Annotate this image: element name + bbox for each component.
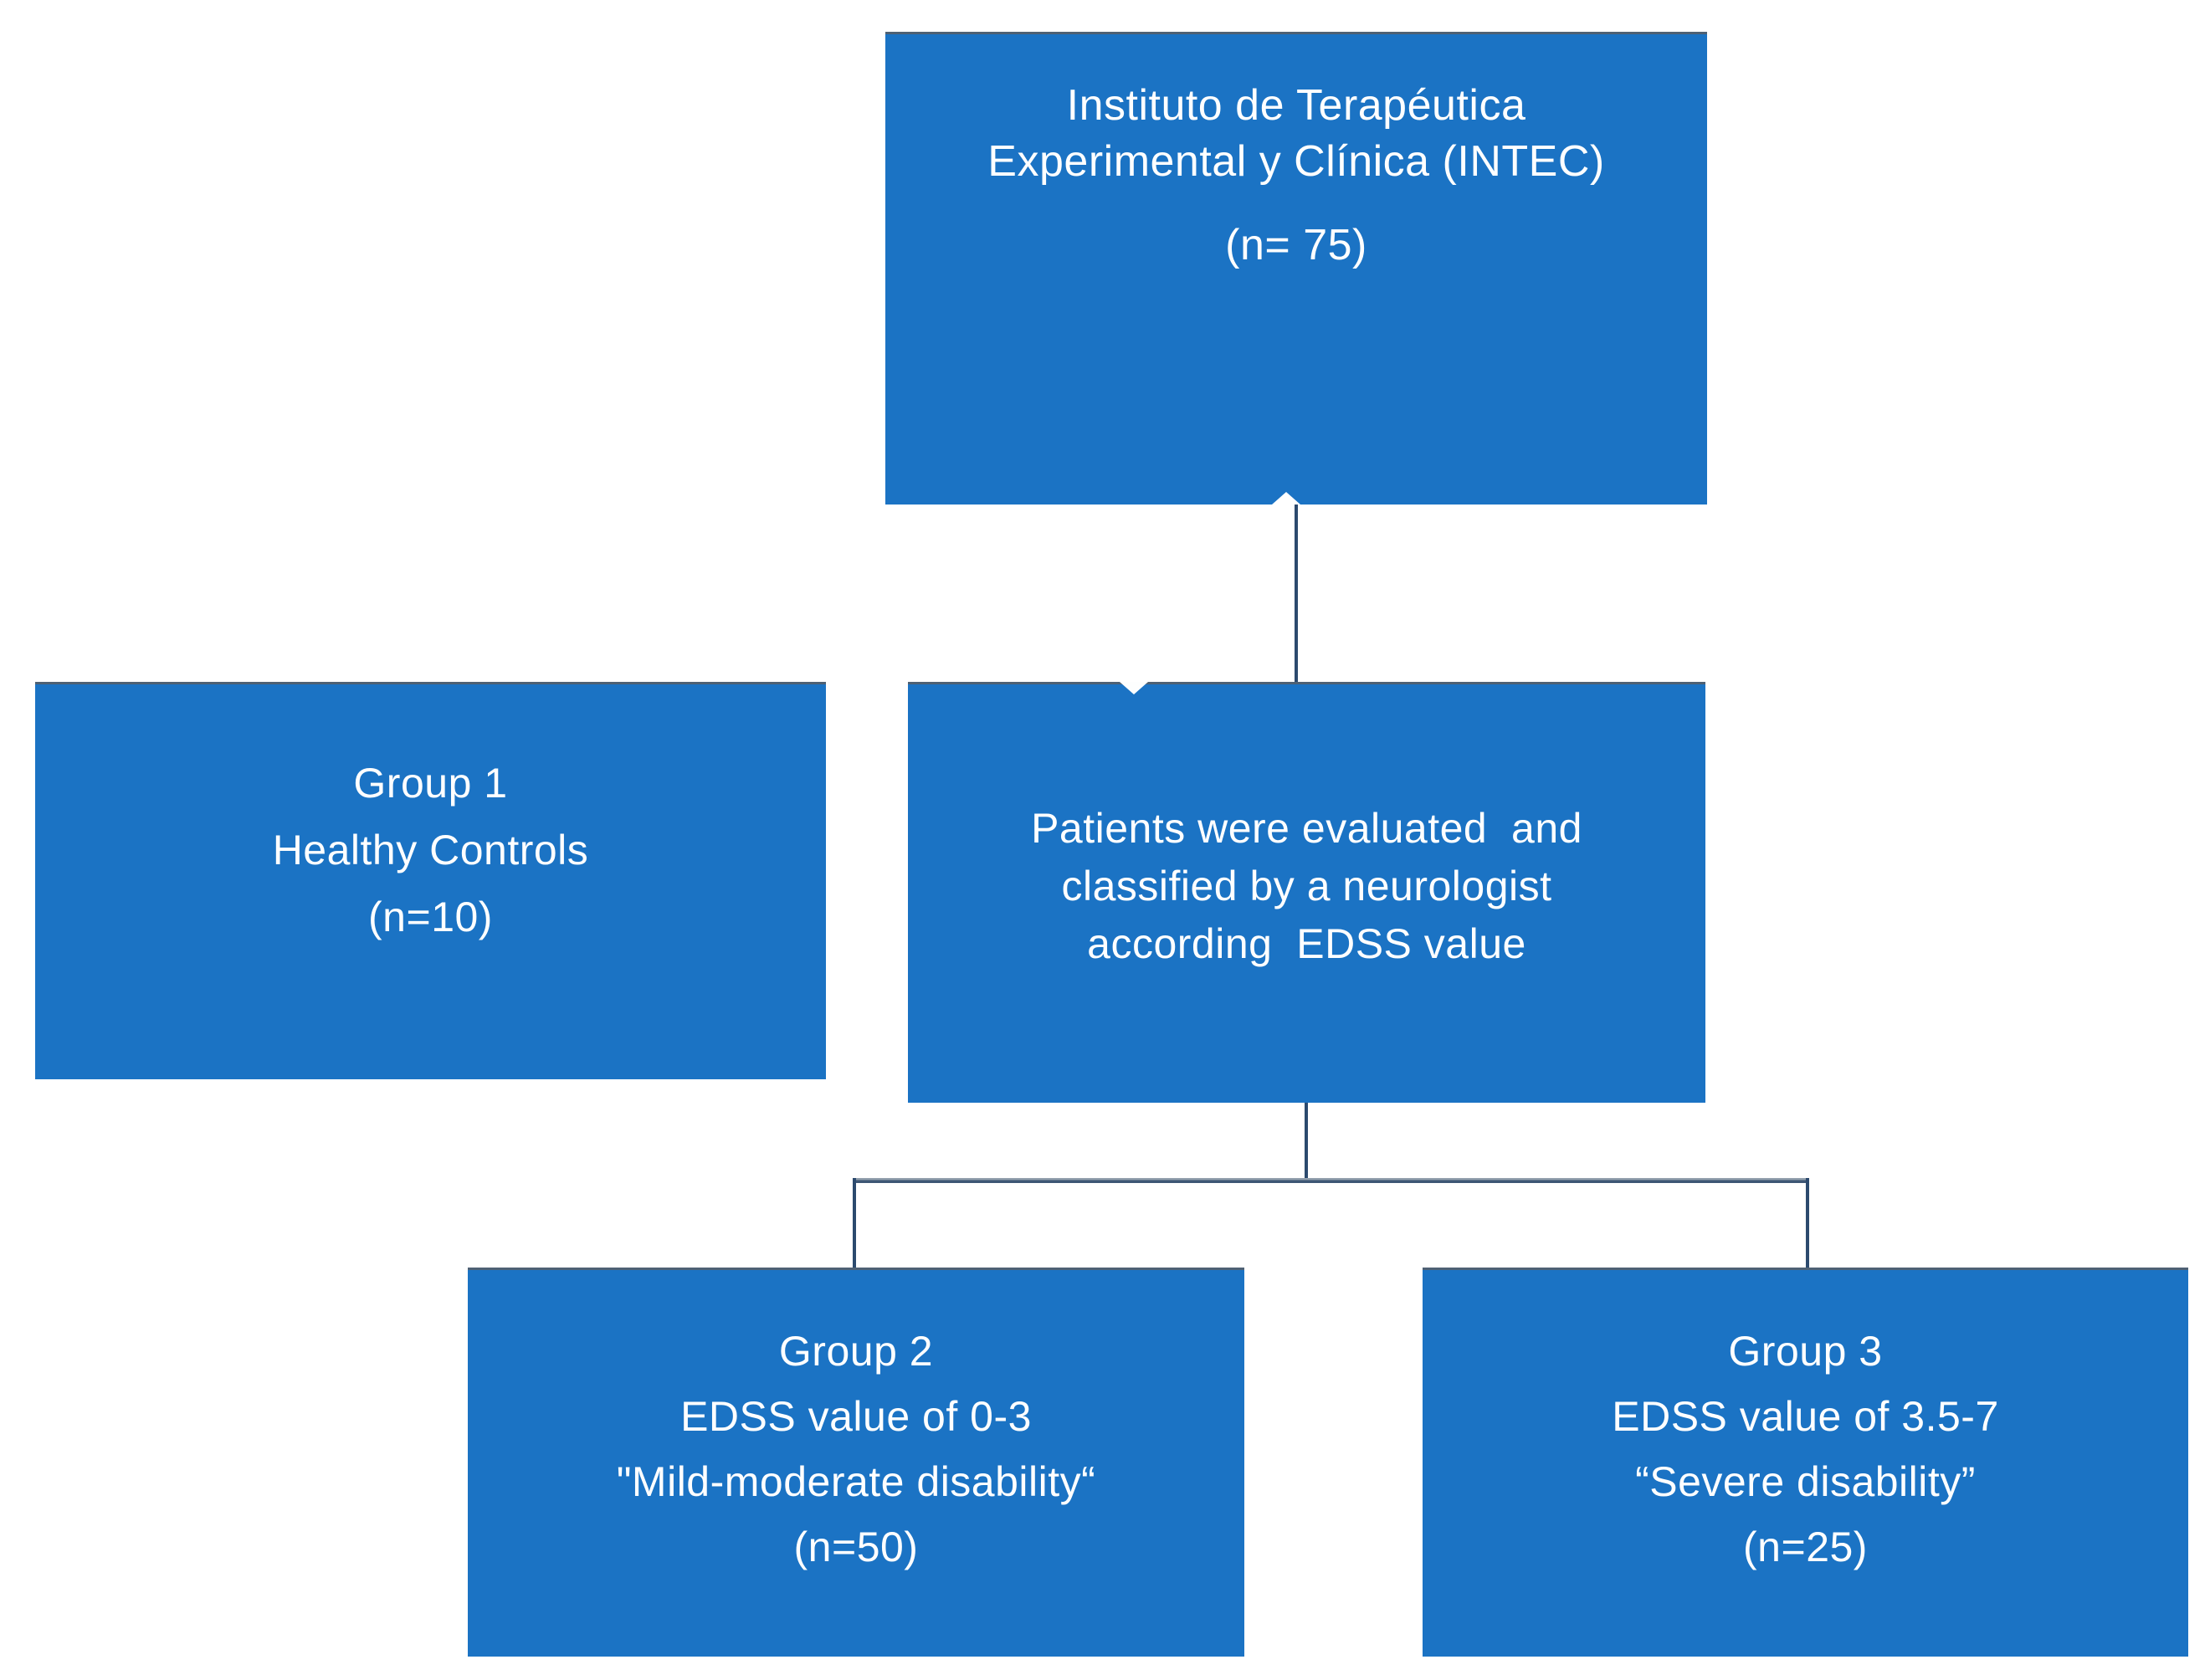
node-intec-title-line-1: Instituto de Terapéutica	[1066, 81, 1526, 130]
node-group2-title: Group 2	[778, 1328, 934, 1375]
arrow-down-icon	[1120, 682, 1148, 694]
arrow-up-icon	[1272, 492, 1300, 505]
connector-split-horizontal	[854, 1178, 1809, 1183]
node-group2-edss-range: EDSS value of 0-3	[680, 1393, 1032, 1440]
node-group3-sample-size: (n=25)	[1743, 1524, 1868, 1570]
node-group1-title: Group 1	[353, 760, 508, 807]
connector-split-to-group2	[853, 1178, 856, 1268]
node-group1-sample-size: (n=10)	[368, 894, 493, 940]
node-evaluation-line-3: according EDSS value	[1087, 920, 1526, 967]
connector-intec-to-evaluation	[1295, 505, 1298, 682]
node-intec-title-line-2: Experimental y Clínica (INTEC)	[987, 136, 1605, 186]
node-group2: Group 2 EDSS value of 0-3 "Mild-moderate…	[468, 1268, 1244, 1657]
node-group2-sample-size: (n=50)	[793, 1524, 919, 1570]
node-intec-sample-size: (n= 75)	[1225, 221, 1367, 270]
node-evaluation-line-1: Patients were evaluated and	[1031, 805, 1582, 852]
node-group1-description: Healthy Controls	[272, 827, 589, 873]
node-intec: Instituto de Terapéutica Experimental y …	[885, 32, 1707, 505]
connector-split-to-group3	[1806, 1178, 1809, 1268]
node-group3: Group 3 EDSS value of 3.5-7 “Severe disa…	[1423, 1268, 2188, 1657]
node-evaluation: Patients were evaluated and classified b…	[908, 682, 1705, 1103]
node-group3-title: Group 3	[1728, 1328, 1883, 1375]
node-group2-description: "Mild-moderate disability“	[616, 1458, 1096, 1505]
node-group1: Group 1 Healthy Controls (n=10)	[35, 682, 826, 1079]
node-group3-edss-range: EDSS value of 3.5-7	[1612, 1393, 1999, 1440]
connector-evaluation-to-split	[1305, 1103, 1308, 1181]
node-group3-description: “Severe disability”	[1635, 1458, 1976, 1505]
node-evaluation-line-2: classified by a neurologist	[1061, 863, 1552, 909]
